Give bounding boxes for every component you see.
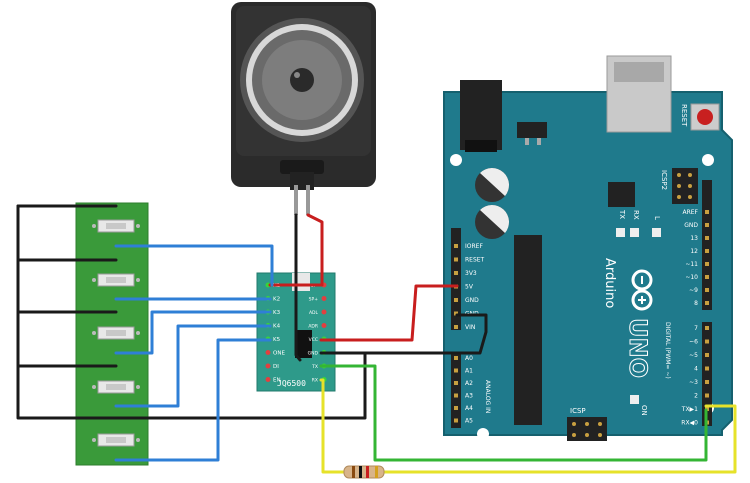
model-label: UNO [624,318,652,378]
usb-port-icon [606,55,672,133]
module-right-pin-label-5: GND [308,351,319,357]
vcc-wire-red [319,284,459,342]
tx-led-label: TX [618,209,626,219]
button-wire-k5 [114,338,272,462]
on-led-label: ON [640,405,648,416]
analog-pin-label-3: A3 [465,393,473,400]
digital-pin-top-label-4: ~11 [685,261,698,268]
speaker-icon [231,2,376,215]
digital-pin-bottom-label-5: 2 [694,393,698,400]
push-button-icon [92,273,140,287]
digital-pin-bottom-label-2: ~5 [689,352,698,359]
analog-pin-label-4: A4 [465,405,473,412]
icsp2-label: ICSP2 [660,170,668,190]
push-button-icon [92,326,140,340]
power-pin-label-1: RESET [465,257,485,264]
tx-wire-yellow [319,378,346,474]
l-led-label: L [653,216,661,220]
rx-wire-green [319,364,708,462]
power-pin-label-6: VIN [465,324,475,331]
speaker-wire-red [268,213,324,287]
module-left-pin-label-5: ONE [273,351,285,357]
resistor-icon [343,465,385,479]
push-button-icon [92,380,140,394]
digital-header-label: DIGITAL (PWM= ~) [664,322,671,379]
analog-pin-label-0: A0 [465,355,473,362]
gnd-wire-black [319,313,488,355]
button-wire-k1 [114,244,274,287]
module-left-pin-label-2: K3 [273,310,281,316]
module-left-pin-label-7: EN [273,378,281,384]
module-right-pin-label-4: VCC [309,337,318,343]
analog-header-label: ANALOG IN [484,380,491,413]
icsp-label: ICSP [570,407,586,415]
module-right-pin-label-7: RX [312,378,318,384]
power-pin-label-4: GND [465,297,479,304]
arduino-logo-icon [631,269,653,311]
arduino-uno-board: RESET ICSP2 TX RX L Arduino UNO ON [443,55,733,441]
button-wire-k3 [114,310,272,355]
push-button-icon [92,219,140,233]
barrel-jack-icon [460,80,502,152]
rx-led-label: RX [632,210,640,220]
digital-pin-top-label-7: 8 [694,300,698,307]
analog-pin-label-1: A1 [465,368,473,375]
power-pin-label-3: 5V [465,284,474,291]
module-left-pin-label-1: K2 [273,297,280,303]
digital-pin-top-label-6: ~9 [689,287,698,294]
digital-pin-bottom-label-3: 4 [694,366,698,373]
module-left-pin-label-3: K4 [273,324,281,330]
button-wire-k4 [114,324,272,408]
analog-pin-label-2: A2 [465,380,473,387]
button-board [75,202,149,466]
power-pin-label-2: 3V3 [465,270,477,277]
module-left-pin-label-4: K5 [273,337,281,343]
digital-pin-top-label-5: ~10 [685,274,698,281]
digital-pin-bottom-label-1: ~6 [689,339,698,346]
digital-pin-bottom-label-0: 7 [694,325,698,332]
module-left-pin-label-6: DI [273,364,279,370]
digital-pin-top-label-3: 12 [690,248,698,255]
digital-pin-bottom-label-7: RX◀0 [681,420,698,427]
module-name-label: JQ6500 [277,379,306,388]
digital-pin-top-label-1: GND [684,222,698,229]
module-right-pin-label-3: ADR [308,324,318,330]
digital-pin-bottom-label-6: TX▶1 [681,406,698,413]
reset-label: RESET [680,104,688,127]
brand-label: Arduino [602,258,617,308]
power-pin-label-0: IOREF [465,243,483,250]
digital-pin-top-label-2: 13 [690,235,698,242]
reset-button-icon [690,103,720,131]
module-right-pin-label-6: TX [311,364,318,370]
digital-pin-top-label-0: AREF [682,209,698,216]
speaker-wire-black [294,213,302,362]
push-button-icon [92,433,140,447]
module-right-pin-label-1: SP+ [309,297,319,303]
wires [16,204,737,474]
analog-pin-label-5: A5 [465,418,473,425]
digital-pin-bottom-label-4: ~3 [689,379,698,386]
module-right-pin-label-2: ADL [309,310,319,316]
